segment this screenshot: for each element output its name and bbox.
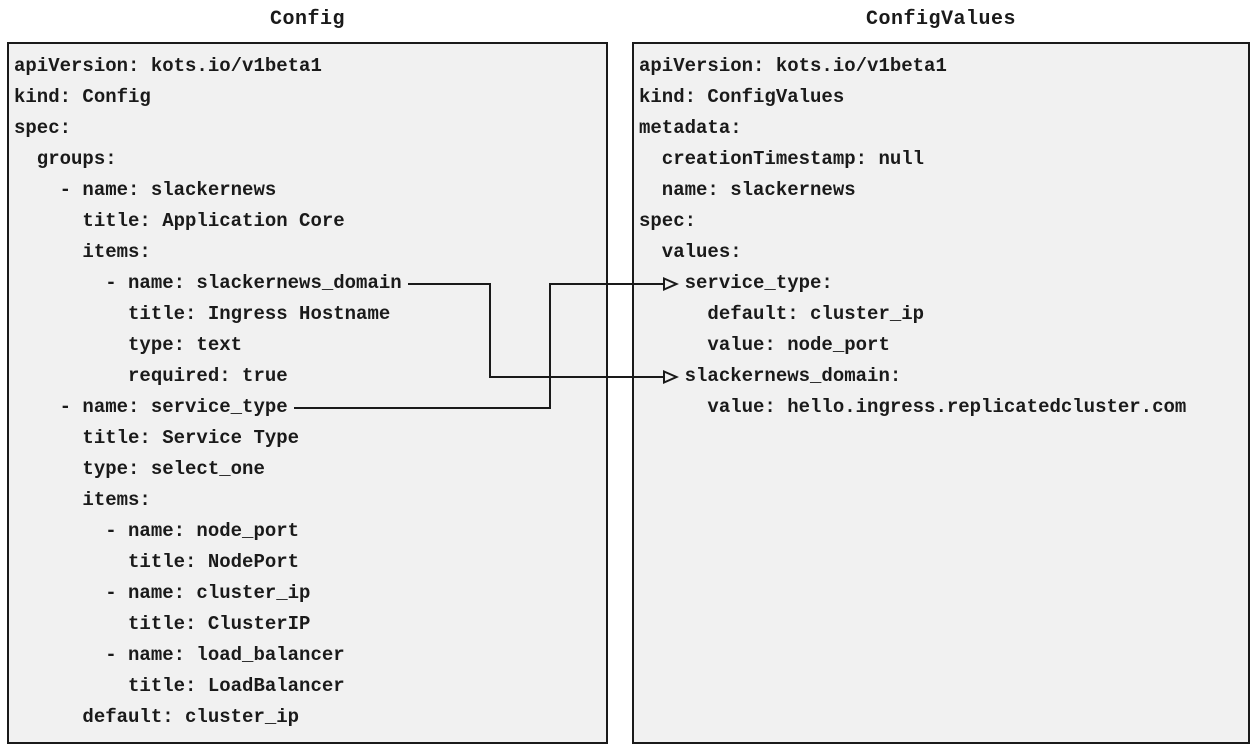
code-line: title: LoadBalancer: [14, 675, 345, 697]
code-line: metadata:: [639, 117, 742, 139]
code-line: apiVersion: kots.io/v1beta1: [639, 55, 947, 77]
configvalues-yaml-code: apiVersion: kots.io/v1beta1 kind: ConfigV…: [634, 44, 1248, 423]
code-line: title: Ingress Hostname: [14, 303, 391, 325]
code-line: title: Application Core: [14, 210, 345, 232]
code-line: value: hello.ingress.replicatedcluster.c…: [639, 396, 1187, 418]
code-line: type: text: [14, 334, 243, 356]
code-line: - name: slackernews: [14, 179, 277, 201]
code-line: items:: [14, 489, 151, 511]
code-line: spec:: [639, 210, 697, 232]
config-yaml-code: apiVersion: kots.io/v1beta1 kind: Config s…: [9, 44, 606, 733]
code-line: items:: [14, 241, 151, 263]
code-line: - name: slackernews_domain: [14, 272, 402, 294]
code-line: name: slackernews: [639, 179, 856, 201]
code-line: creationTimestamp: null: [639, 148, 925, 170]
code-line: - name: cluster_ip: [14, 582, 311, 604]
code-line: groups:: [14, 148, 117, 170]
code-line: value: node_port: [639, 334, 890, 356]
code-line: - name: node_port: [14, 520, 300, 542]
code-line: apiVersion: kots.io/v1beta1: [14, 55, 322, 77]
configvalues-panel: apiVersion: kots.io/v1beta1 kind: ConfigV…: [632, 42, 1250, 744]
code-line: - name: load_balancer: [14, 644, 345, 666]
code-line: default: cluster_ip: [639, 303, 925, 325]
code-line: required: true: [14, 365, 288, 387]
config-panel-title: Config: [269, 8, 345, 31]
configvalues-panel-title: ConfigValues: [865, 8, 1017, 31]
code-line: values:: [639, 241, 742, 263]
code-line: service_type:: [639, 272, 833, 294]
code-line: title: Service Type: [14, 427, 300, 449]
code-line: default: cluster_ip: [14, 706, 300, 728]
code-line: type: select_one: [14, 458, 265, 480]
code-line: - name: service_type: [14, 396, 288, 418]
config-panel: apiVersion: kots.io/v1beta1 kind: Config s…: [7, 42, 608, 744]
code-line: kind: Config: [14, 86, 151, 108]
code-line: title: NodePort: [14, 551, 300, 573]
code-line: title: ClusterIP: [14, 613, 311, 635]
code-line: spec:: [14, 117, 72, 139]
code-line: kind: ConfigValues: [639, 86, 845, 108]
code-line: slackernews_domain:: [639, 365, 902, 387]
